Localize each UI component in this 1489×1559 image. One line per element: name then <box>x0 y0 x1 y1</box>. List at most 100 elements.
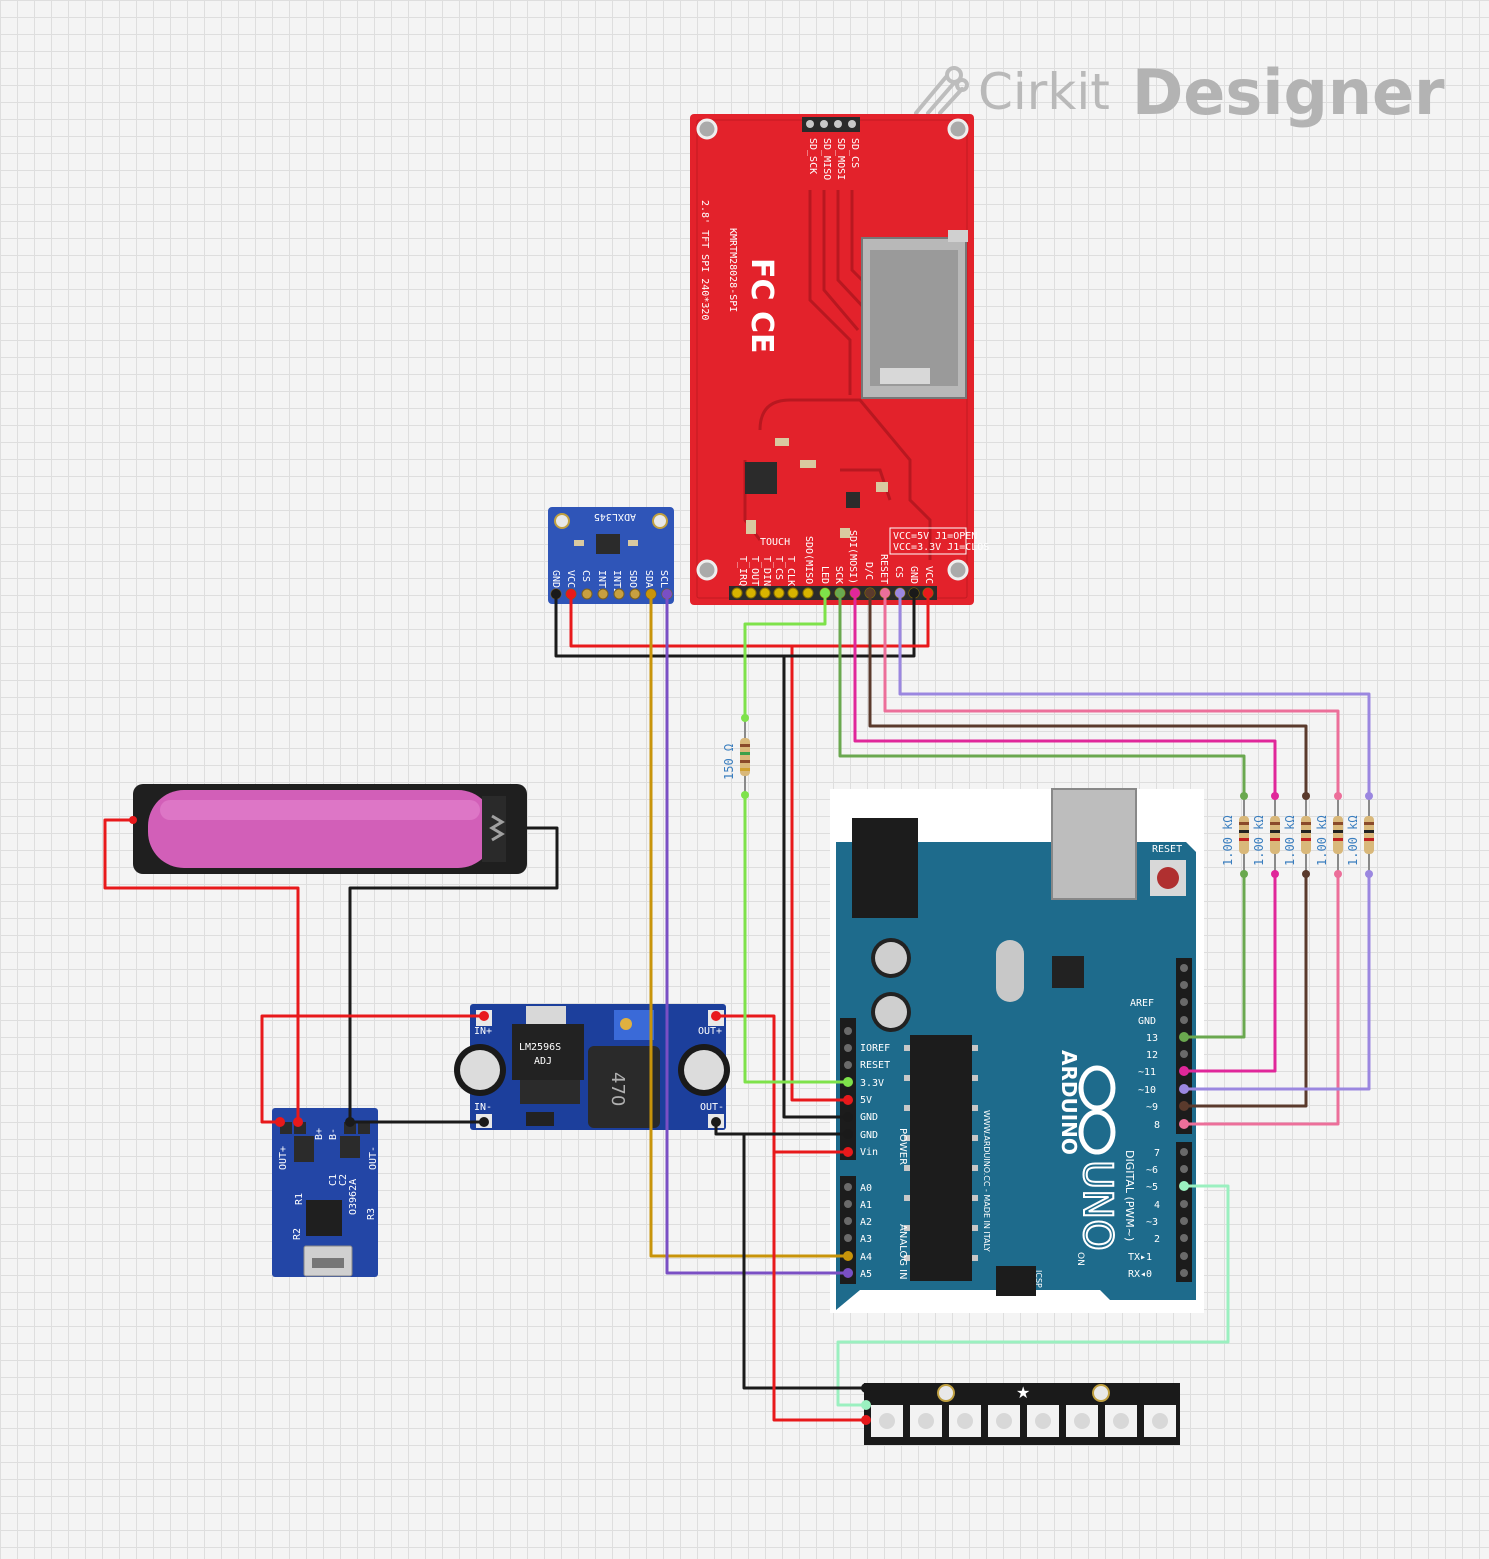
arduino-power-pin-label: IOREF <box>860 1043 890 1054</box>
tft-sd-pin-label: SD_SCK <box>807 138 818 174</box>
wire-r1-to-d13[interactable] <box>1184 874 1246 1039</box>
arduino-analog-pin-label: A5 <box>860 1269 872 1280</box>
wire-buck-out-minus[interactable] <box>714 1122 848 1136</box>
wire-r2-to-d11[interactable] <box>1184 874 1277 1073</box>
wire-tft-led[interactable] <box>743 593 827 718</box>
tft-pin-label: RESET <box>878 554 889 584</box>
wire-led-to-3v3[interactable] <box>743 795 848 1084</box>
charger-chip-label: O3962A <box>348 1179 359 1215</box>
arduino-power-pin-label: RESET <box>860 1060 890 1071</box>
adxl-pin-label: VCC <box>565 570 576 588</box>
adxl-pin-label: INT1 <box>596 570 607 594</box>
svg-text:★: ★ <box>1016 1383 1030 1402</box>
buck-out-plus-label: OUT+ <box>698 1026 722 1037</box>
wire-adxl-scl[interactable] <box>665 594 848 1275</box>
wire-tft-mosi[interactable] <box>853 593 1277 796</box>
arduino-analog-pin-label: A3 <box>860 1234 872 1245</box>
tft-pin-label: LED <box>819 566 830 584</box>
adxl-pin-label: CS <box>580 570 591 582</box>
wire-neopixel-vcc[interactable] <box>772 1152 866 1422</box>
wire-battery-positive[interactable] <box>103 818 300 1122</box>
adxl-pin-label: GND <box>550 570 561 588</box>
wire-neopixel-data[interactable] <box>836 1184 1230 1407</box>
logo-text-designer: Designer <box>1131 55 1445 129</box>
usb-connector <box>1051 788 1137 900</box>
wire-endpoints <box>129 588 1373 1425</box>
arduino-digital-pin-label: 7 <box>1154 1148 1160 1159</box>
arduino-brand-label: ARDUINO <box>1057 1050 1081 1155</box>
tft-pin-label: VCC <box>923 566 934 584</box>
wire-r3-to-d9[interactable] <box>1184 874 1308 1108</box>
adxl-pin-label: SDO <box>627 570 638 588</box>
tft-display-module[interactable]: SD_CS SD_MOSI SD_MISO SD_SCK FC CE KMRTM… <box>690 114 989 605</box>
wire-tft-sck[interactable] <box>838 593 1246 796</box>
tft-sd-pin-label: SD_MOSI <box>835 138 846 180</box>
charger-label: B- <box>328 1128 339 1140</box>
tft-pin-label: T_DIN <box>761 556 772 586</box>
arduino-analog-pin-label: A4 <box>860 1252 872 1263</box>
wire-battery-negative[interactable] <box>348 826 559 1122</box>
wire-charger-out-plus[interactable] <box>260 1014 484 1124</box>
adxl-pin-label: SCL <box>658 570 669 588</box>
dc-barrel-jack <box>852 818 918 918</box>
charger-label: OUT- <box>368 1146 379 1170</box>
arduino-on-label: ON <box>1075 1252 1085 1266</box>
fcc-ce-mark: FC CE <box>744 258 779 353</box>
resistor-value-label: 150 Ω <box>722 744 736 780</box>
wire-tft-gnd[interactable] <box>784 593 916 658</box>
tft-pin-label: CS <box>893 566 904 578</box>
arduino-digital-pin-label: 13 <box>1146 1033 1158 1044</box>
arduino-analog-title: ANALOG IN <box>897 1224 908 1280</box>
tft-model-label: KMRTM28028-SPI <box>727 228 738 312</box>
arduino-digital-pin-label: ~10 <box>1138 1085 1156 1096</box>
arduino-power-pin-label: GND <box>860 1112 878 1123</box>
arduino-analog-pin-label: A0 <box>860 1183 872 1194</box>
arduino-digital-pin-label: RX◂0 <box>1128 1269 1152 1280</box>
resistor-bank[interactable]: 1.00 kΩ 1.00 kΩ 1.00 kΩ 1.00 kΩ 1.00 kΩ <box>1221 796 1374 874</box>
arduino-infinity-logo <box>1078 1065 1116 1155</box>
charger-part-label: C2 <box>338 1174 349 1186</box>
arduino-power-title: POWER <box>897 1128 908 1165</box>
arduino-digital-title: DIGITAL (PWM~) <box>1123 1150 1136 1241</box>
wire-buck-out-plus[interactable] <box>716 1014 848 1154</box>
mount-hole <box>696 559 718 581</box>
tp4056-charger-module[interactable]: OUT+ B+ B- OUT- O3962A R1 R2 R3 C1 C2 <box>272 1108 379 1277</box>
wire-neopixel-gnd[interactable] <box>742 1134 866 1390</box>
mount-hole <box>696 118 718 140</box>
resistor-value-label: 1.00 kΩ <box>1252 815 1266 866</box>
arduino-digital-pin-label: ~6 <box>1146 1165 1158 1176</box>
arduino-digital-pin-label: 4 <box>1154 1200 1160 1211</box>
tft-pin-label: T_CLK <box>785 556 796 586</box>
adxl345-module[interactable]: ADXL345 GND VCC CS INT1 INT2 SDO SDA SCL <box>548 507 674 604</box>
resistor-150-ohm[interactable]: 150 Ω <box>722 718 750 795</box>
arduino-uno-board[interactable]: ARDUINO UNO WWW.ARDUINO.CC - MADE IN ITA… <box>830 788 1204 1313</box>
arduino-digital-pin-label: 12 <box>1146 1050 1158 1061</box>
arduino-digital-pin-label: ~5 <box>1146 1182 1158 1193</box>
charger-part-label: R3 <box>366 1208 377 1220</box>
arduino-icsp-label: ICSP <box>1034 1270 1043 1288</box>
arduino-reset-label: RESET <box>1152 844 1182 855</box>
atmega328-chip <box>910 1035 972 1281</box>
tft-sd-pin-label: SD_CS <box>849 138 860 168</box>
arduino-digital-pin-label: GND <box>1138 1016 1156 1027</box>
battery-holder-18650[interactable] <box>133 784 527 874</box>
neopixel-led-stick[interactable]: ★ <box>864 1383 1180 1445</box>
resistor-value-label: 1.00 kΩ <box>1283 815 1297 866</box>
wire-tft-cs[interactable] <box>898 593 1371 796</box>
lm2596-buck-converter[interactable]: LM2596S ADJ 470 IN+ IN- OUT+ OUT- <box>454 1004 730 1130</box>
arduino-digital-pin-label: ~9 <box>1146 1102 1158 1113</box>
buck-in-minus-label: IN- <box>474 1102 492 1113</box>
wire-r5-to-d10[interactable] <box>1184 874 1371 1091</box>
arduino-power-pin-label: 5V <box>860 1095 872 1106</box>
logo-text-cirkit: Cirkit <box>978 63 1110 121</box>
charger-part-label: R1 <box>294 1193 305 1205</box>
wire-tft-dc[interactable] <box>868 593 1308 796</box>
arduino-power-pin-label: 3.3V <box>860 1078 884 1089</box>
tft-jumper-note: VCC=3.3V J1=CLOS <box>893 542 989 553</box>
tft-jumper-note: VCC=5V J1=OPEN <box>893 531 977 542</box>
wire-r4-to-d8[interactable] <box>1184 874 1340 1126</box>
wire-tft-vcc[interactable] <box>792 593 930 648</box>
wire-tft-reset[interactable] <box>883 593 1340 796</box>
wire-adxl-sda[interactable] <box>649 594 848 1258</box>
